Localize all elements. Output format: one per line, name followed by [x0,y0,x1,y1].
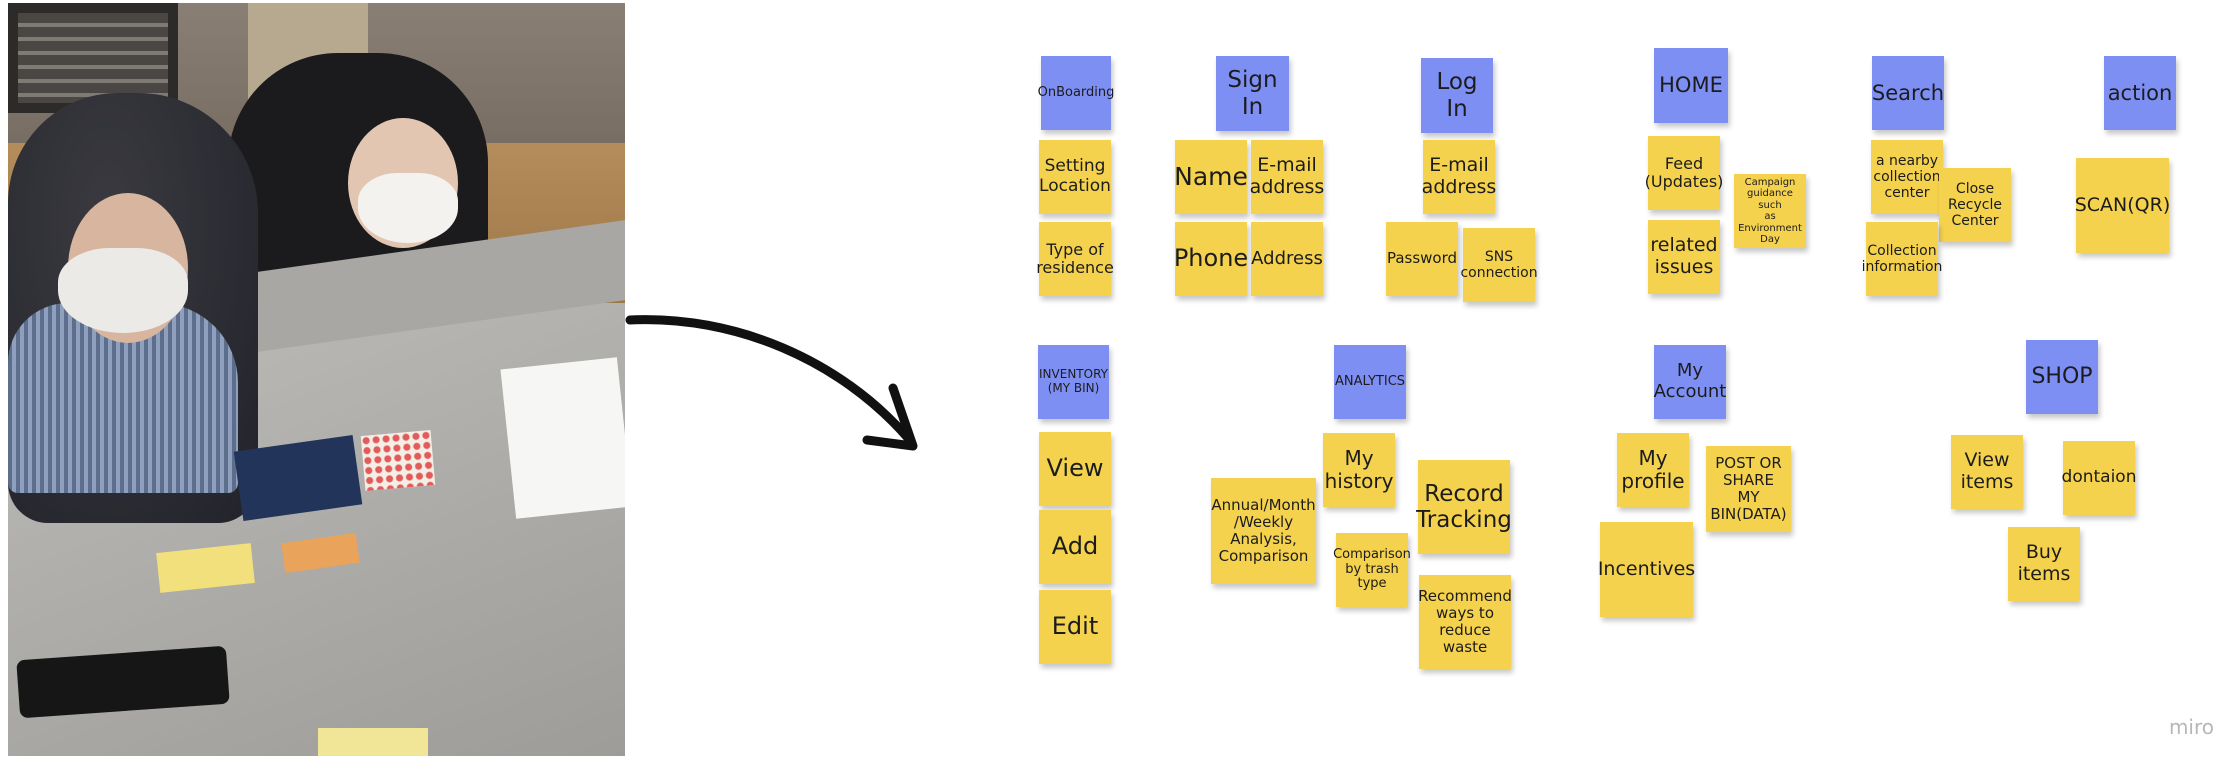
note-label: E-mail address [1421,154,1497,198]
note-label: Edit [1051,612,1099,641]
note-action[interactable]: action [2104,56,2176,130]
photo-mask-left [58,248,188,333]
note-label: Buy items [2017,541,2071,585]
note-close-recycle[interactable]: Close Recycle Center [1939,168,2011,242]
note-label: POST OR SHARE MY BIN(DATA) [1710,453,1787,524]
note-related-issues[interactable]: related issues [1648,220,1720,294]
note-label: My Account [1653,360,1727,402]
note-label: Close Recycle Center [1948,180,2002,230]
note-label: Address [1251,247,1323,269]
note-nearby-center[interactable]: a nearby collection center [1871,140,1943,214]
photo-paper [500,357,625,519]
note-home[interactable]: HOME [1654,48,1728,123]
note-label: SHOP [2031,364,2093,390]
note-label: SCAN(QR) [2074,193,2171,216]
note-label: Annual/Month /Weekly Analysis, Compariso… [1211,495,1316,566]
note-my-profile[interactable]: My profile [1617,433,1689,507]
note-password[interactable]: Password [1386,222,1458,296]
note-record-tracking[interactable]: Record Tracking [1416,460,1512,554]
note-feed[interactable]: Feed (Updates) [1645,136,1723,210]
note-address[interactable]: Address [1251,222,1323,296]
note-view[interactable]: View [1039,432,1111,506]
note-incentives[interactable]: Incentives [1597,522,1696,617]
note-my-history[interactable]: My history [1323,433,1395,507]
note-my-account[interactable]: My Account [1654,345,1726,419]
note-sns-connection[interactable]: SNS connection [1460,228,1538,302]
note-campaign[interactable]: Campaign guidance such as Environment Da… [1734,174,1806,248]
note-label: My history [1324,446,1394,493]
note-label: HOME [1659,73,1723,98]
note-email-login[interactable]: E-mail address [1421,140,1497,214]
note-label: Feed (Updates) [1644,153,1724,191]
note-email-signin[interactable]: E-mail address [1249,140,1325,214]
note-label: OnBoarding [1037,84,1115,100]
curved-arrow-icon [625,315,918,451]
note-label: dontaion [2061,467,2137,488]
note-label: Record Tracking [1416,480,1512,533]
note-donation[interactable]: dontaion [2061,441,2137,515]
note-label: Phone [1173,244,1249,273]
note-label: My profile [1621,446,1685,493]
note-setting-location[interactable]: Setting Location [1039,140,1111,214]
note-label: Collection information [1861,242,1943,275]
note-label: Add [1051,532,1099,561]
workshop-photo [8,3,625,756]
note-label: INVENTORY (MY BIN) [1039,367,1108,395]
note-log-in[interactable]: Log In [1421,58,1493,133]
note-name[interactable]: Name [1174,140,1248,214]
note-label: Sign In [1227,67,1278,120]
note-label: Search [1871,80,1945,105]
note-inventory[interactable]: INVENTORY (MY BIN) [1038,345,1109,419]
note-analytics[interactable]: ANALYTICS [1334,345,1406,419]
photo-mask-right [358,173,458,243]
photo-shelf-blinds [18,13,168,103]
note-label: View [1046,454,1104,483]
note-label: Recommend ways to reduce waste [1418,586,1512,657]
note-collection-info[interactable]: Collection information [1862,222,1942,296]
note-label: Campaign guidance such as Environment Da… [1738,176,1802,246]
note-phone[interactable]: Phone [1173,222,1249,296]
note-recommend[interactable]: Recommend ways to reduce waste [1418,575,1512,669]
note-label: SNS connection [1460,248,1538,281]
note-onboarding[interactable]: OnBoarding [1038,56,1114,130]
note-annual-analysis[interactable]: Annual/Month /Weekly Analysis, Compariso… [1211,478,1316,584]
note-search[interactable]: Search [1872,56,1944,130]
note-label: Name [1174,161,1248,191]
note-post-share[interactable]: POST OR SHARE MY BIN(DATA) [1706,446,1791,532]
note-label: related issues [1650,234,1718,278]
note-label: View items [1960,449,2014,493]
note-label: Log In [1436,69,1478,122]
miro-watermark: miro [2168,715,2214,739]
note-view-items[interactable]: View items [1951,435,2023,509]
note-scan-qr[interactable]: SCAN(QR) [2074,158,2171,253]
note-buy-items[interactable]: Buy items [2008,527,2080,601]
note-edit[interactable]: Edit [1039,590,1111,664]
note-label: a nearby collection center [1873,152,1941,202]
note-label: Setting Location [1039,156,1111,196]
note-shop[interactable]: SHOP [2026,340,2098,414]
note-label: Comparison by trash type [1333,546,1411,592]
note-label: Type of residence [1036,239,1114,277]
photo-sticky-bottom [318,728,428,756]
note-label: Incentives [1597,557,1696,580]
note-type-of-residence[interactable]: Type of residence [1036,222,1114,296]
note-label: E-mail address [1249,154,1325,198]
note-label: Password [1386,249,1458,268]
note-sign-in[interactable]: Sign In [1216,56,1289,131]
note-add[interactable]: Add [1039,510,1111,584]
note-label: action [2107,80,2173,105]
photo-dot-stickers [360,430,436,491]
note-label: ANALYTICS [1334,373,1406,389]
note-comparison-trash[interactable]: Comparison by trash type [1333,533,1411,607]
